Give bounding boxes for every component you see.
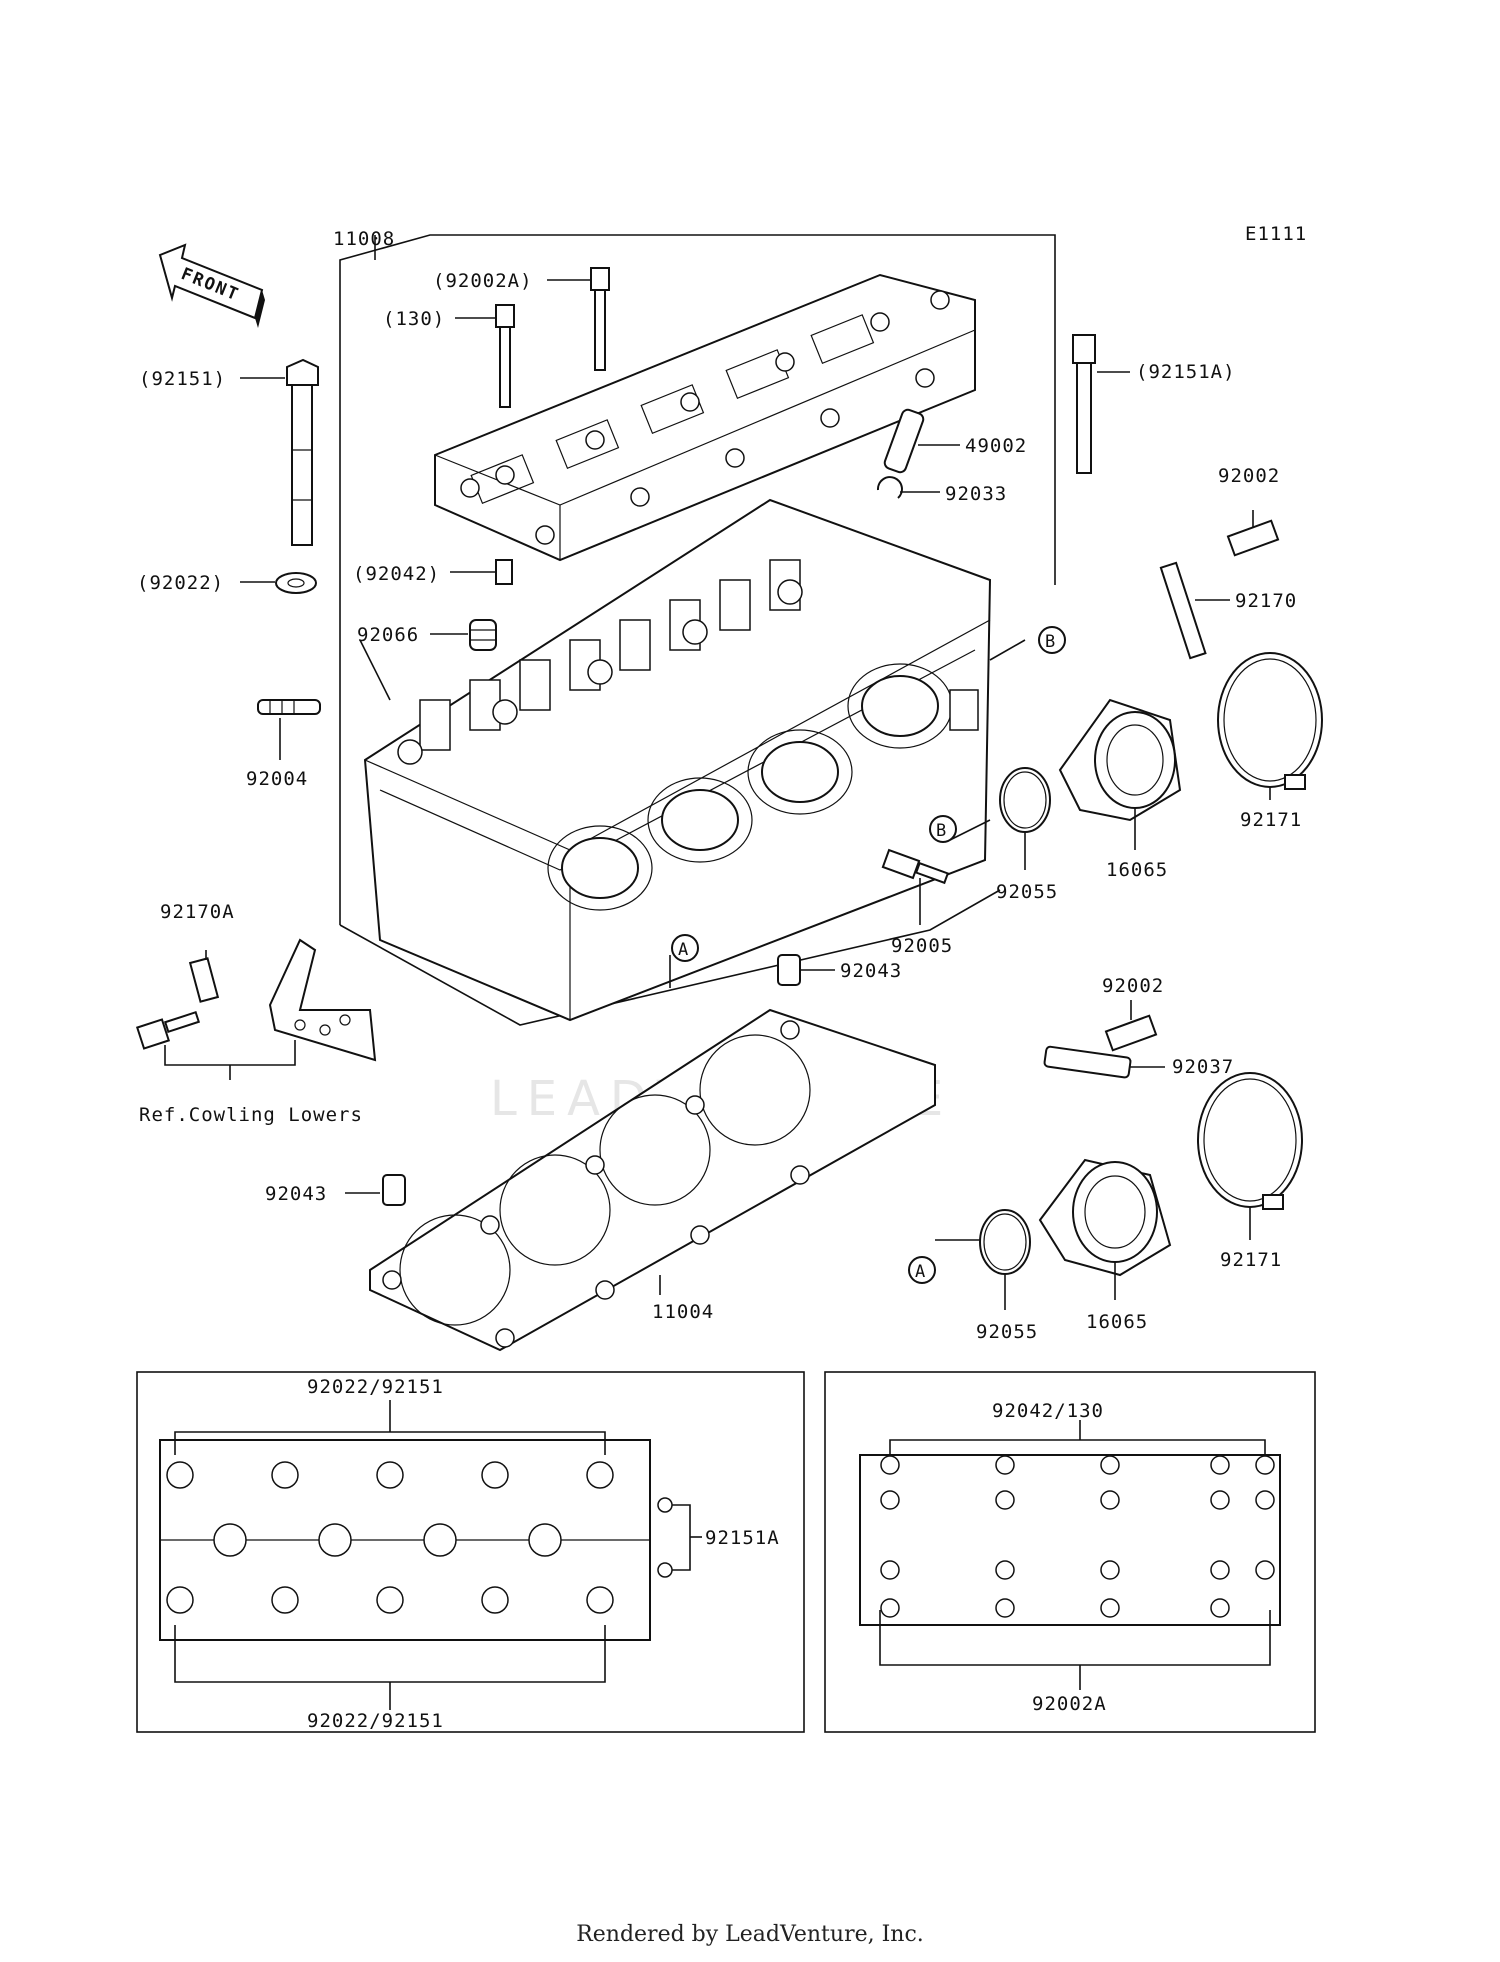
head-gasket-11004 bbox=[369, 1008, 936, 1352]
washer-92022 bbox=[275, 572, 317, 594]
holder-16065-top bbox=[1058, 698, 1182, 822]
holder-16065-bottom bbox=[1038, 1158, 1172, 1277]
label-92151A-paren: (92151A) bbox=[1136, 361, 1236, 383]
svg-text:A: A bbox=[678, 940, 689, 960]
dowel-92043-bottom bbox=[382, 1174, 406, 1206]
label-11008: 11008 bbox=[333, 228, 395, 250]
o-ring-92055-bottom bbox=[979, 1209, 1031, 1275]
footer-credit: Rendered by LeadVenture, Inc. bbox=[576, 1922, 924, 1947]
bolt-130 bbox=[495, 304, 515, 408]
callout-a-bottom: A bbox=[908, 1256, 936, 1284]
label-92066: 92066 bbox=[357, 624, 419, 646]
label-92033: 92033 bbox=[945, 483, 1007, 505]
camshaft-holder-part bbox=[434, 273, 976, 562]
label-92042-paren: (92042) bbox=[353, 563, 440, 585]
label-92055-top: 92055 bbox=[996, 881, 1058, 903]
inset-holder-top-view: 92042/130 92002A bbox=[824, 1371, 1316, 1733]
label-16065-top: 16065 bbox=[1106, 859, 1168, 881]
svg-text:B: B bbox=[936, 821, 947, 841]
dowel-92043-top bbox=[777, 954, 801, 986]
band-92171-bottom bbox=[1197, 1072, 1303, 1210]
bracket-92037 bbox=[1043, 1045, 1132, 1079]
band-92171-top bbox=[1217, 652, 1323, 790]
inset2-top-label: 92042/130 bbox=[992, 1400, 1104, 1422]
inset1-top-label: 92022/92151 bbox=[307, 1376, 444, 1398]
o-ring-92055-top bbox=[999, 767, 1051, 833]
dowel-92042 bbox=[495, 559, 513, 585]
callout-b-top: B bbox=[1038, 626, 1066, 654]
head-group-frame bbox=[339, 234, 1056, 1026]
bolt-92002-top bbox=[1226, 519, 1280, 557]
label-49002: 49002 bbox=[965, 435, 1027, 457]
label-92043-top: 92043 bbox=[840, 960, 902, 982]
bolt-ref-cowling bbox=[135, 1011, 201, 1050]
bracket-92170 bbox=[1159, 561, 1207, 660]
label-92002-bottom: 92002 bbox=[1102, 975, 1164, 997]
sensor-92005 bbox=[881, 848, 950, 885]
label-92022-paren: (92022) bbox=[137, 572, 224, 594]
bolt-92002-bottom bbox=[1104, 1014, 1158, 1052]
svg-text:B: B bbox=[1045, 632, 1056, 652]
bracket-92170A bbox=[188, 938, 377, 1062]
label-92171-top: 92171 bbox=[1240, 809, 1302, 831]
label-92170A: 92170A bbox=[160, 901, 235, 923]
stud-92004 bbox=[257, 699, 321, 715]
bolt-92151 bbox=[286, 358, 319, 546]
bolt-92002A bbox=[590, 267, 610, 371]
label-16065-bottom: 16065 bbox=[1086, 1311, 1148, 1333]
label-92005: 92005 bbox=[891, 935, 953, 957]
cylinder-head-part bbox=[363, 498, 992, 1022]
label-130-paren: (130) bbox=[383, 308, 445, 330]
label-92002A-paren: (92002A) bbox=[433, 270, 533, 292]
callout-a-mid: A bbox=[671, 934, 699, 962]
inset1-bottom-label: 92022/92151 bbox=[307, 1710, 444, 1732]
svg-text:A: A bbox=[915, 1262, 926, 1282]
diagram-code: E1111 bbox=[1245, 223, 1307, 245]
seal-92066 bbox=[469, 619, 497, 651]
label-92002-top: 92002 bbox=[1218, 465, 1280, 487]
ref-cowling-bracket-lines bbox=[164, 1040, 296, 1080]
label-92171-bottom: 92171 bbox=[1220, 1249, 1282, 1271]
label-92037: 92037 bbox=[1172, 1056, 1234, 1078]
inset1-right-label: 92151A bbox=[705, 1527, 780, 1549]
label-92151-paren: (92151) bbox=[139, 368, 226, 390]
inset-head-top-view: 92022/92151 92022/92151 92151A bbox=[136, 1371, 805, 1733]
label-92004: 92004 bbox=[246, 768, 308, 790]
leader-lines bbox=[205, 235, 1271, 1310]
inset2-bottom-label: 92002A bbox=[1032, 1693, 1107, 1715]
label-11004: 11004 bbox=[652, 1301, 714, 1323]
circlip-92033 bbox=[876, 476, 903, 499]
guide-49002 bbox=[883, 408, 925, 474]
label-92170: 92170 bbox=[1235, 590, 1297, 612]
label-92055-bottom: 92055 bbox=[976, 1321, 1038, 1343]
label-92043-bottom: 92043 bbox=[265, 1183, 327, 1205]
callout-b-mid: B bbox=[929, 815, 957, 843]
ref-cowling-lowers: Ref.Cowling Lowers bbox=[139, 1104, 363, 1126]
bolt-92151A bbox=[1072, 334, 1096, 474]
front-arrow-icon: FRONT bbox=[158, 243, 265, 328]
